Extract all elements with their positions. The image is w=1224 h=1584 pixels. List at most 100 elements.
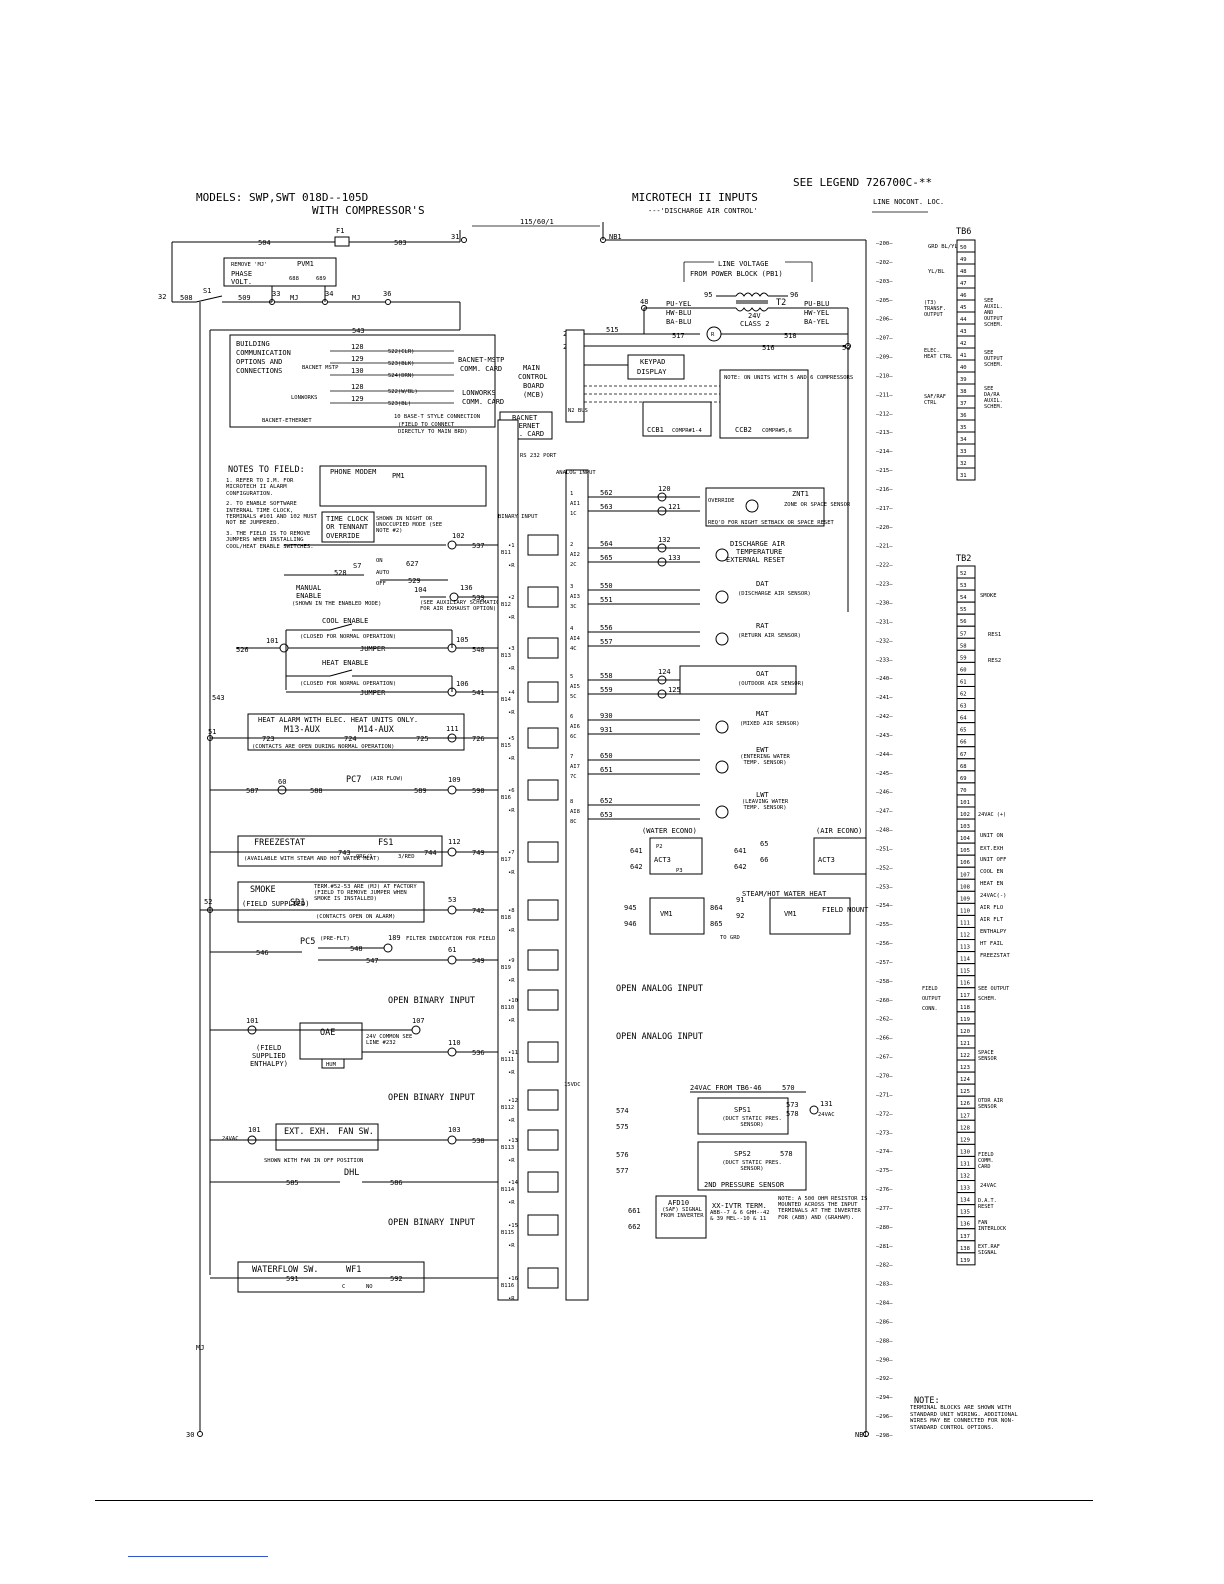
svg-text:578: 578 [786, 1110, 799, 1118]
bi-terminal-r: •R [508, 928, 515, 934]
svg-text:724: 724 [344, 735, 357, 743]
svg-text:COMPR#5,6: COMPR#5,6 [762, 428, 792, 434]
ai-terminal-a: 1 [570, 491, 573, 497]
svg-text:HEAT ENABLE: HEAT ENABLE [322, 659, 368, 667]
sw-jumper-block [527, 1089, 559, 1111]
svg-text:BACNET MSTP: BACNET MSTP [302, 365, 339, 371]
svg-text:104: 104 [414, 586, 427, 594]
svg-text:189: 189 [388, 934, 401, 942]
svg-text:522(CLR): 522(CLR) [388, 349, 415, 355]
tb2-terminal-number: 101 [960, 800, 970, 806]
line-number: —216— [876, 487, 893, 493]
line-number: —232— [876, 638, 893, 644]
svg-text:34: 34 [325, 290, 333, 298]
svg-text:592: 592 [390, 1275, 403, 1283]
sw-jumper-block [527, 1129, 559, 1151]
svg-text:PU-BLU: PU-BLU [804, 300, 829, 308]
znt1-label: ZNT1 [792, 490, 809, 498]
phone-modem-box [319, 465, 487, 507]
svg-text:XX-IVTR TERM.: XX-IVTR TERM. [712, 1202, 767, 1210]
sw-jumper-block [527, 534, 559, 556]
svg-text:570: 570 [782, 1084, 795, 1092]
svg-text:NOTE:: NOTE: [914, 1396, 940, 1406]
models-label: MODELS: SWP,SWT 018D--105D [196, 191, 368, 204]
open-binary-input-2: OPEN BINARY INPUT [388, 1093, 475, 1103]
svg-text:BINARY INPUT: BINARY INPUT [498, 514, 538, 520]
svg-text:627: 627 [406, 560, 419, 568]
bi-terminal-number: •12 [508, 1098, 518, 1104]
line-number: —292— [876, 1376, 893, 1382]
tb2-terminal-number: 65 [960, 728, 967, 734]
svg-text:(CLOSED FOR NORMAL OPERATION): (CLOSED FOR NORMAL OPERATION) [300, 634, 396, 640]
svg-text:503: 503 [394, 239, 407, 247]
page-footer-link[interactable] [128, 1556, 268, 1557]
line-number: —283— [876, 1282, 893, 1288]
tb6-terminal-number: 39 [960, 377, 967, 383]
bi-terminal-label: B116 [501, 1283, 514, 1289]
svg-text:573: 573 [786, 1101, 799, 1109]
sps2-label: SPS2 [734, 1150, 751, 1158]
svg-text:CCB1: CCB1 [647, 426, 664, 434]
svg-text:524(DRN): 524(DRN) [388, 373, 415, 379]
line-number: —273— [876, 1130, 893, 1136]
tb6-terminal-number: 37 [960, 401, 967, 407]
svg-text:RES1: RES1 [988, 632, 1001, 638]
line-number: —256— [876, 941, 893, 947]
bi-terminal-number: •2 [508, 595, 515, 601]
sd1-label: SD1 [290, 898, 305, 908]
svg-text:P2: P2 [656, 844, 663, 850]
svg-text:VM1: VM1 [660, 910, 673, 918]
svg-text:102: 102 [452, 532, 465, 540]
line-number: —223— [876, 582, 893, 588]
bi-terminal-number: •13 [508, 1138, 518, 1144]
tb6-terminal-number: 35 [960, 425, 967, 431]
svg-text:547: 547 [366, 957, 379, 965]
svg-text:MJ: MJ [352, 294, 360, 302]
ai-terminal-c: 6C [570, 734, 577, 740]
svg-text:PHONE MODEM: PHONE MODEM [330, 468, 376, 476]
svg-text:136: 136 [460, 584, 473, 592]
svg-text:LONWORKS: LONWORKS [291, 395, 318, 401]
bi-terminal-label: B115 [501, 1230, 514, 1236]
svg-text:945: 945 [624, 904, 637, 912]
svg-text:R: R [711, 332, 715, 338]
line-number: —212— [876, 411, 893, 417]
svg-text:MJ: MJ [196, 1344, 204, 1352]
schematic-subtitle: ---'DISCHARGE AIR CONTROL' [648, 207, 758, 215]
svg-text:578: 578 [780, 1150, 793, 1158]
bi-terminal-r: •R [508, 1118, 515, 1124]
svg-text:65: 65 [760, 840, 768, 848]
smoke-box [237, 881, 425, 923]
svg-text:865: 865 [710, 920, 723, 928]
line-number: —296— [876, 1414, 893, 1420]
supply-voltage: 115/60/1 [520, 218, 554, 226]
svg-text:DISCHARGE AIR: DISCHARGE AIR [730, 540, 786, 548]
sw-jumper-block [527, 727, 559, 749]
tb6-terminal-number: 45 [960, 305, 967, 311]
svg-text:548: 548 [350, 945, 363, 953]
keypad-display [627, 354, 685, 380]
svg-text:516: 516 [762, 344, 775, 352]
svg-text:642: 642 [630, 863, 643, 871]
tb2-terminal-number: 56 [960, 619, 967, 625]
line-number: —270— [876, 1074, 893, 1080]
tb2-terminal-number: 123 [960, 1065, 970, 1071]
tb2-terminal-number: 104 [960, 836, 971, 842]
bi-terminal-number: •6 [508, 788, 515, 794]
tb2-terminal-number: 133 [960, 1186, 970, 1192]
svg-text:33: 33 [272, 290, 280, 298]
svg-text:508: 508 [180, 294, 193, 302]
sw-jumper-block [527, 1267, 559, 1289]
svg-text:723: 723 [262, 735, 275, 743]
bi-terminal-number: •8 [508, 908, 515, 914]
line-number: —222— [876, 563, 893, 569]
svg-text:540: 540 [472, 646, 485, 654]
tb2-terminal-number: 117 [960, 993, 970, 999]
tb6-terminal-number: 40 [960, 365, 967, 371]
svg-text:(AIR FLOW): (AIR FLOW) [370, 776, 403, 782]
bi-terminal-label: B110 [501, 1005, 514, 1011]
line-number: —272— [876, 1111, 893, 1117]
svg-text:110: 110 [448, 1039, 461, 1047]
rat-label: RAT [756, 622, 769, 630]
svg-text:BA-YEL: BA-YEL [804, 318, 829, 326]
